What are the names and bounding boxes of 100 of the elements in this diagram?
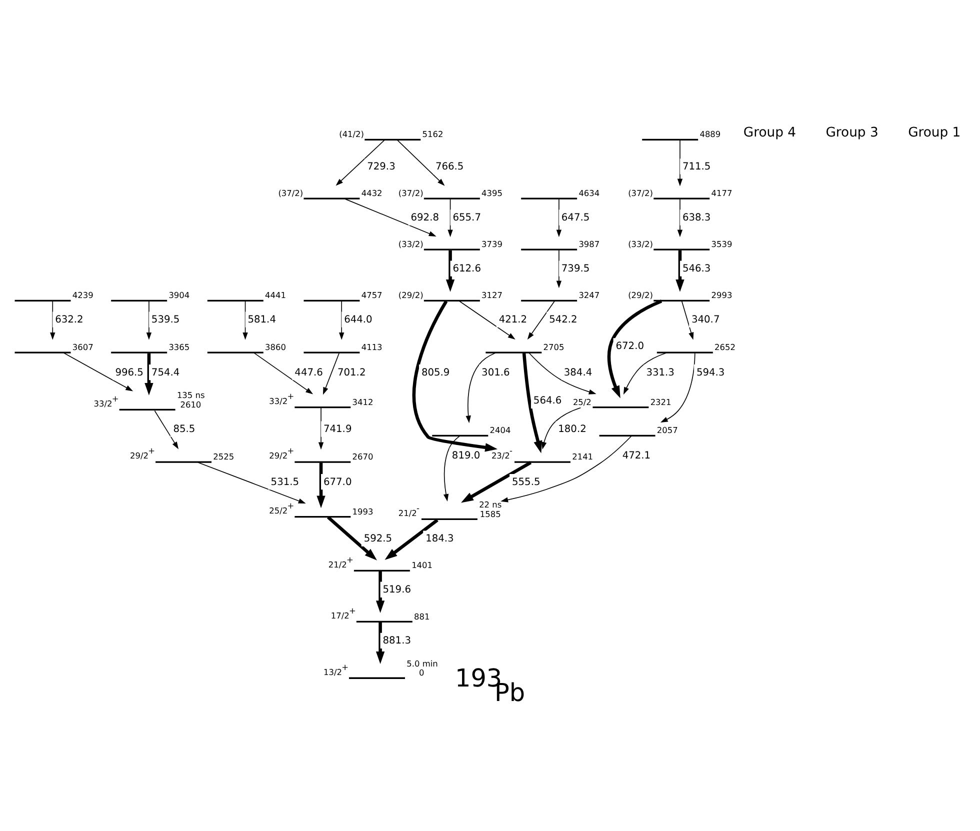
arrow [336, 140, 385, 186]
edge-label: 546.3 [682, 264, 711, 275]
edge-label: 594.3 [696, 367, 725, 378]
edge-label: 184.3 [426, 534, 454, 545]
edge-label: 632.2 [55, 314, 84, 326]
arrow [556, 198, 562, 238]
arrow [542, 407, 582, 450]
node-text: 2705 [543, 342, 564, 352]
edge-label: 581.4 [248, 314, 276, 326]
arrow [339, 300, 344, 340]
node-text: (37/2) 4432 [278, 188, 382, 198]
edge-label: 612.6 [452, 264, 481, 275]
node-text: 2057 [656, 425, 678, 436]
label: Group 1 [908, 125, 961, 140]
arrow [412, 300, 498, 452]
node-text: 4757 [361, 290, 382, 300]
node-text: 3904 [168, 290, 190, 300]
node-text: 2652 [714, 342, 736, 352]
edge-label: 638.3 [682, 212, 711, 224]
node-text: (29/2) 2993 [628, 290, 732, 300]
arrow [64, 352, 134, 392]
node-text: 3247 [578, 290, 600, 300]
arrow [322, 352, 340, 395]
node-text: (33/2) 3539 [628, 239, 732, 250]
arrow [448, 198, 453, 238]
node-text: 4113 [361, 342, 382, 352]
edge-label: 647.5 [561, 212, 590, 224]
node-text: 4889 [700, 129, 721, 140]
edge-label: 819.0 [452, 450, 480, 462]
edge-label: 180.2 [558, 424, 586, 436]
node-text: 4239 [72, 290, 94, 300]
arrow [144, 353, 154, 396]
edge-label: 701.2 [337, 367, 366, 378]
edge-label: 729.3 [367, 161, 396, 172]
edge-label: 531.5 [270, 476, 300, 488]
arrow [344, 198, 436, 236]
arrow [522, 353, 542, 454]
arrow [459, 300, 516, 340]
node-text: (37/2) 4395 [398, 188, 502, 198]
edge-label: 672.0 [616, 340, 644, 352]
arrow [376, 622, 385, 664]
arrow [444, 436, 460, 502]
arrow [384, 518, 438, 560]
edge-label: 655.7 [452, 212, 481, 224]
edge-label: 421.2 [498, 314, 528, 326]
arrow [660, 352, 696, 423]
edge-label: 340.7 [692, 314, 720, 326]
edge-label: 805.9 [421, 367, 450, 378]
edge-label: 384.4 [564, 367, 592, 378]
edge-label: 644.0 [344, 314, 372, 326]
node-text: 3365 [168, 342, 190, 352]
edge-label: 741.9 [323, 424, 352, 436]
edge-label: 331.3 [646, 367, 674, 378]
arrow [556, 250, 562, 288]
arrow [154, 410, 179, 450]
edge-label: 472.1 [622, 450, 651, 462]
arrow [326, 516, 378, 560]
arrow [316, 462, 326, 508]
edge-label: 447.6 [294, 367, 323, 378]
arrow [242, 300, 248, 340]
node-text: 4441 [265, 290, 286, 300]
arrow [681, 300, 694, 340]
node-text: 2404 [490, 425, 511, 436]
arrow [500, 436, 632, 502]
edge-label: 996.5 [115, 367, 144, 378]
arrow [376, 571, 385, 613]
edge-label: 677.0 [323, 476, 352, 488]
node-text: 3607 [72, 342, 94, 352]
edge-label: 592.5 [364, 534, 392, 545]
node-text: (29/2) 3127 [398, 290, 502, 300]
arrow [623, 352, 666, 395]
edge-label: 539.5 [151, 314, 180, 326]
arrow [677, 140, 683, 186]
node-text: 3860 [265, 342, 286, 352]
arrow [527, 300, 555, 340]
arrow [318, 408, 324, 450]
edge-label: 711.5 [682, 161, 711, 172]
node-text: 3987 [578, 239, 600, 250]
node-text: (33/2) 3739 [398, 239, 502, 250]
edge-label: 564.6 [533, 396, 562, 407]
arrow [466, 352, 496, 424]
edge-label: 881.3 [382, 636, 411, 647]
arrow [146, 300, 152, 340]
edge-label: 542.2 [549, 314, 578, 326]
arrow [676, 250, 684, 292]
edge-label: 85.5 [173, 424, 196, 436]
node-text: (41/2) 5162 [339, 129, 444, 140]
edge-label: 301.6 [482, 367, 510, 378]
edge-label: 754.4 [151, 367, 180, 378]
node-text: (37/2) 4177 [628, 188, 732, 198]
label: Group 3 [826, 125, 878, 140]
arrow [461, 461, 532, 503]
arrow [446, 250, 455, 292]
arrow [50, 300, 56, 340]
edge-label: 766.5 [435, 161, 464, 172]
node-text: 25/2 2321 [572, 396, 672, 407]
node-text: 4634 [578, 188, 600, 198]
arrow [397, 140, 445, 186]
arrow [677, 198, 683, 238]
edge-label: 555.5 [512, 476, 540, 488]
